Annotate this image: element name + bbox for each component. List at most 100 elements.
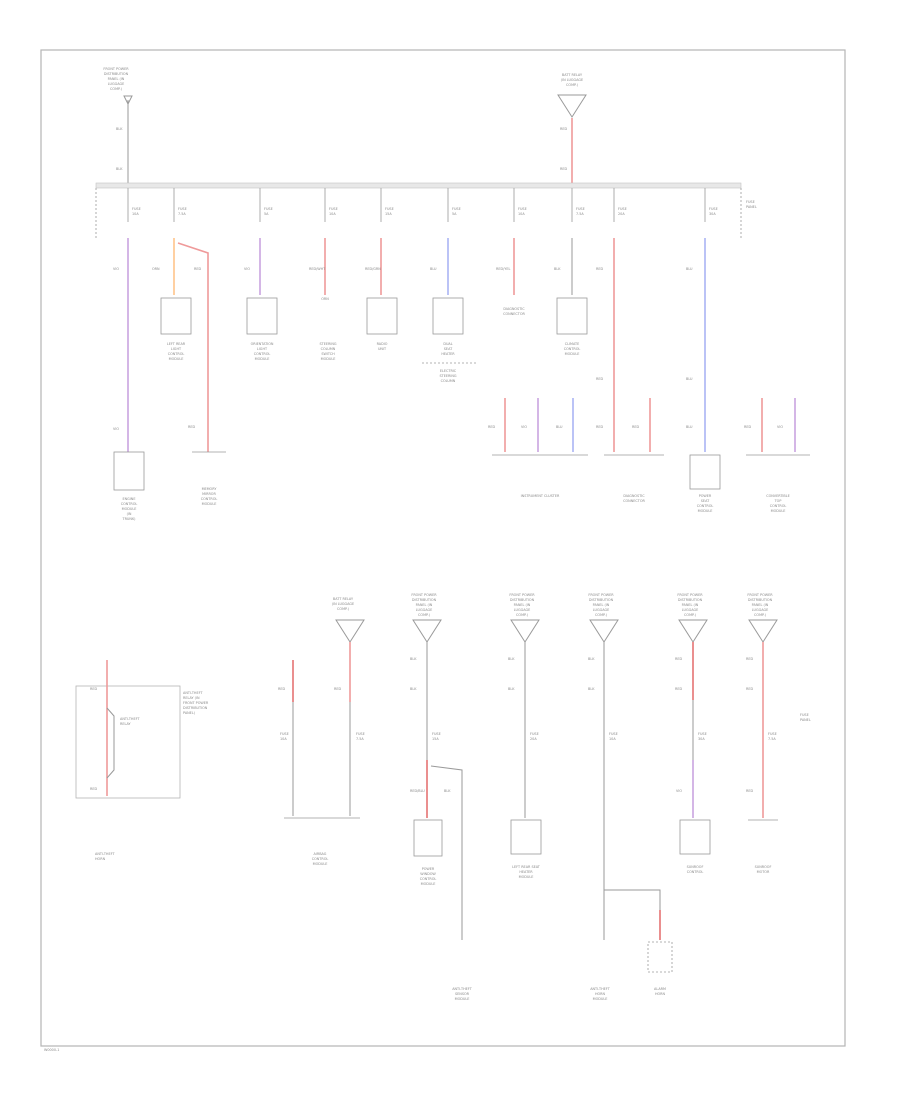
svg-text:COMP.): COMP.)	[516, 613, 529, 617]
svg-text:20A: 20A	[530, 737, 537, 741]
svg-text:RED/WHT: RED/WHT	[309, 267, 326, 271]
svg-text:PANEL (IN: PANEL (IN	[752, 603, 769, 607]
svg-text:7.5A: 7.5A	[178, 212, 186, 216]
svg-text:BLK: BLK	[410, 657, 417, 661]
svg-text:FUSE: FUSE	[709, 207, 718, 211]
svg-text:RED: RED	[746, 789, 753, 793]
svg-text:FUSE: FUSE	[280, 732, 289, 736]
svg-text:BLK: BLK	[588, 687, 595, 691]
fuse-panel-label-bottom: FUSE	[800, 713, 809, 717]
svg-text:MODULE: MODULE	[202, 502, 217, 506]
svg-text:RED: RED	[488, 425, 495, 429]
svg-text:VIO: VIO	[676, 789, 682, 793]
svg-text:FRONT POWER: FRONT POWER	[411, 593, 437, 597]
svg-text:BLK: BLK	[444, 789, 451, 793]
svg-text:PANEL): PANEL)	[183, 711, 196, 715]
svg-text:FUSE: FUSE	[618, 207, 627, 211]
svg-text:7.5A: 7.5A	[356, 737, 364, 741]
svg-text:STEERING: STEERING	[439, 374, 456, 378]
svg-text:FUSE: FUSE	[518, 207, 527, 211]
svg-text:RED: RED	[744, 425, 751, 429]
svg-text:ORIENTATION: ORIENTATION	[251, 342, 274, 346]
svg-text:10A: 10A	[518, 212, 525, 216]
svg-text:MODULE: MODULE	[698, 509, 713, 513]
svg-text:CONVERTIBLE: CONVERTIBLE	[766, 494, 790, 498]
svg-text:15A: 15A	[385, 212, 392, 216]
svg-text:MODULE: MODULE	[593, 997, 608, 1001]
bottom-wires: AIRBAG CONTROL MODULE RED RED FUSE 10A F…	[278, 642, 778, 1001]
svg-text:LIGHT: LIGHT	[257, 347, 268, 351]
svg-text:FUSE: FUSE	[768, 732, 777, 736]
svg-text:COMP.): COMP.)	[684, 613, 697, 617]
svg-text:STEERING: STEERING	[319, 342, 336, 346]
svg-text:AIRBAG: AIRBAG	[314, 852, 327, 856]
svg-text:RED: RED	[188, 425, 195, 429]
svg-text:ELECTRIC: ELECTRIC	[440, 369, 457, 373]
svg-text:CONTROL: CONTROL	[770, 504, 787, 508]
svg-text:CONNECTOR: CONNECTOR	[503, 312, 525, 316]
svg-text:DISTRIBUTION: DISTRIBUTION	[589, 598, 614, 602]
svg-text:PANEL: PANEL	[746, 205, 757, 209]
svg-text:5A: 5A	[452, 212, 457, 216]
svg-text:ORN: ORN	[152, 267, 160, 271]
svg-text:COLUMN: COLUMN	[321, 347, 336, 351]
svg-text:FRONT POWER: FRONT POWER	[588, 593, 614, 597]
svg-text:10A: 10A	[280, 737, 287, 741]
fuse-panel-label: FUSE	[746, 200, 755, 204]
svg-text:BLU: BLU	[430, 267, 437, 271]
svg-text:POWER: POWER	[422, 867, 435, 871]
svg-text:BLK: BLK	[116, 127, 123, 131]
svg-text:PANEL (IN: PANEL (IN	[593, 603, 610, 607]
svg-text:(IN LUGGAGE: (IN LUGGAGE	[332, 602, 354, 606]
svg-text:CONTROL: CONTROL	[564, 347, 581, 351]
svg-text:DIAGNOSTIC: DIAGNOSTIC	[623, 494, 645, 498]
svg-text:RED: RED	[560, 167, 567, 171]
svg-text:SWITCH: SWITCH	[321, 352, 335, 356]
svg-text:CONTROL: CONTROL	[121, 502, 138, 506]
svg-text:HEATER: HEATER	[519, 870, 533, 874]
svg-text:RED: RED	[90, 787, 97, 791]
svg-text:PANEL (IN: PANEL (IN	[416, 603, 433, 607]
svg-text:RED: RED	[560, 127, 567, 131]
svg-text:20A: 20A	[618, 212, 625, 216]
svg-text:FUSE: FUSE	[132, 207, 141, 211]
svg-text:DUAL: DUAL	[443, 342, 452, 346]
svg-text:MODULE: MODULE	[771, 509, 786, 513]
page-code: W0000-1	[44, 1048, 59, 1052]
svg-text:CLIMATE: CLIMATE	[565, 342, 579, 346]
svg-text:LIGHT: LIGHT	[171, 347, 182, 351]
svg-text:FUSE: FUSE	[385, 207, 394, 211]
svg-text:CONTROL: CONTROL	[312, 857, 329, 861]
svg-text:COMP.): COMP.)	[337, 607, 350, 611]
svg-text:10A: 10A	[329, 212, 336, 216]
svg-text:RED/YEL: RED/YEL	[496, 267, 510, 271]
svg-text:FUSE: FUSE	[432, 732, 441, 736]
top-wires: VIO VIO ORN RED RED VIO RED/WHT RED/GRN …	[113, 238, 706, 452]
svg-text:ENGINE: ENGINE	[123, 497, 136, 501]
svg-text:INSTRUMENT CLUSTER: INSTRUMENT CLUSTER	[521, 494, 560, 498]
svg-text:LUGGAGE: LUGGAGE	[416, 608, 433, 612]
svg-text:FRONT POWER: FRONT POWER	[509, 593, 535, 597]
svg-text:RED: RED	[632, 425, 639, 429]
svg-text:UNIT: UNIT	[378, 347, 387, 351]
svg-text:MOTOR: MOTOR	[757, 870, 770, 874]
svg-text:BLK: BLK	[116, 167, 123, 171]
svg-text:HEATER: HEATER	[441, 352, 455, 356]
svg-text:VIO: VIO	[244, 267, 250, 271]
svg-text:LUGGAGE: LUGGAGE	[682, 608, 699, 612]
instrument-cluster-wires: RED VIO BLU RED RED BLU RED VIO	[488, 398, 796, 452]
svg-text:RED: RED	[334, 687, 341, 691]
svg-text:SUNROOF: SUNROOF	[755, 865, 772, 869]
svg-text:LEFT REAR: LEFT REAR	[167, 342, 186, 346]
svg-text:MODULE: MODULE	[169, 357, 184, 361]
svg-text:COMP.): COMP.)	[595, 613, 608, 617]
svg-text:HORN: HORN	[95, 857, 106, 861]
svg-text:DIAGNOSTIC: DIAGNOSTIC	[503, 307, 525, 311]
svg-text:SEAT: SEAT	[444, 347, 453, 351]
svg-text:MODULE: MODULE	[455, 997, 470, 1001]
svg-text:ANTI-THEFT: ANTI-THEFT	[183, 691, 203, 695]
svg-text:SENSOR: SENSOR	[455, 992, 470, 996]
svg-text:FUSE: FUSE	[329, 207, 338, 211]
svg-text:COMP.): COMP.)	[566, 83, 579, 87]
svg-text:RED: RED	[675, 687, 682, 691]
